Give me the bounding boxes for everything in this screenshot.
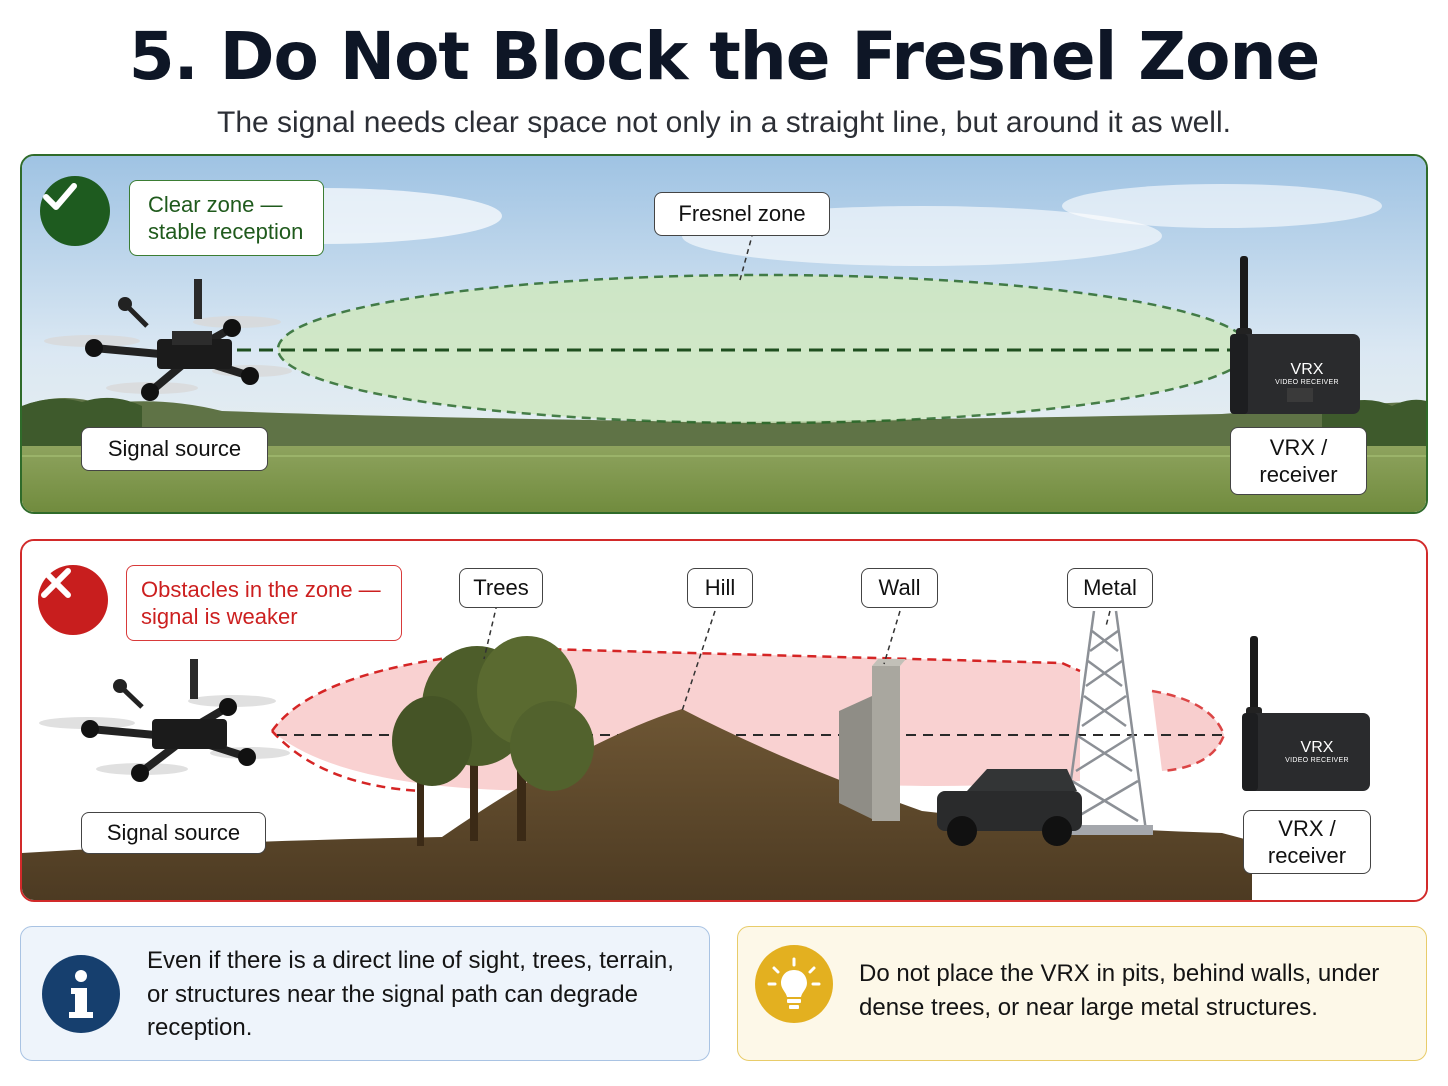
page-title: 5. Do Not Block the Fresnel Zone: [128, 18, 1320, 95]
receiver-device-icon: [1230, 256, 1360, 414]
cross-badge: [38, 565, 108, 635]
lightbulb-icon-badge: [755, 945, 833, 1023]
receiver-device-icon: [1242, 636, 1370, 791]
tip-note-text: Do not place the VRX in pits, behind wal…: [859, 960, 1380, 1021]
obstacle-label-hill: Hill: [687, 568, 753, 608]
info-note-text: Even if there is a direct line of sight,…: [147, 947, 674, 1042]
receiver-device-text: VRX VIDEO RECEIVER: [1285, 739, 1349, 764]
signal-source-label: Signal source: [81, 427, 268, 471]
drone-icon: [39, 659, 290, 782]
clear-zone-status-label: Clear zone — stable reception: [129, 180, 324, 256]
trees-obstacle: [392, 636, 594, 846]
lightbulb-icon: [767, 957, 821, 1009]
check-badge: [40, 176, 110, 246]
receiver-label: VRX / receiver: [1230, 427, 1367, 495]
receiver-device-text: VRX VIDEO RECEIVER: [1275, 361, 1339, 386]
tip-note: Do not place the VRX in pits, behind wal…: [737, 926, 1427, 1061]
wall-obstacle: [839, 659, 906, 821]
blocked-zone-panel: Obstacles in the zone — signal is weaker…: [20, 539, 1428, 902]
obstacle-label-metal: Metal: [1067, 568, 1153, 608]
page-subtitle: The signal needs clear space not only in…: [217, 106, 1231, 139]
signal-source-label: Signal source: [81, 812, 266, 854]
clear-zone-panel: Clear zone — stable reception Fresnel zo…: [20, 154, 1428, 514]
info-icon: [69, 970, 93, 1018]
obstacle-label-wall: Wall: [861, 568, 938, 608]
fresnel-zone-label: Fresnel zone: [654, 192, 830, 236]
info-icon-badge: [42, 955, 120, 1033]
vehicle-obstacle: [937, 769, 1082, 846]
drone-icon: [44, 279, 292, 401]
cross-icon: [41, 568, 71, 598]
receiver-label: VRX / receiver: [1243, 810, 1371, 874]
blocked-zone-status-label: Obstacles in the zone — signal is weaker: [126, 565, 402, 641]
obstacle-label-trees: Trees: [459, 568, 543, 608]
info-note: Even if there is a direct line of sight,…: [20, 926, 710, 1061]
check-icon: [43, 183, 77, 210]
